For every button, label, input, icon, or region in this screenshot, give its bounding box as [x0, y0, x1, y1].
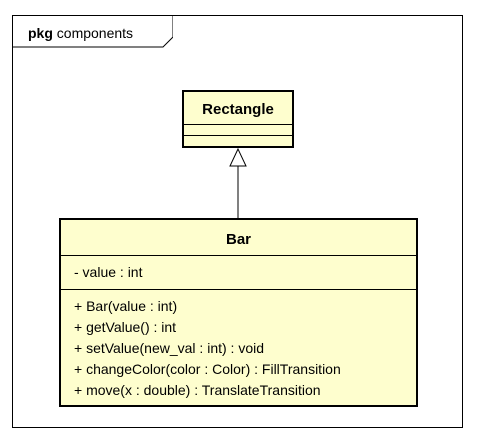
class-name-rectangle: Rectangle: [202, 101, 274, 118]
operation-change-color: + changeColor(color : Color) : FillTrans…: [74, 361, 341, 377]
class-rectangle[interactable]: Rectangle: [182, 90, 294, 148]
package-name: components: [56, 25, 134, 41]
package-tab: [13, 16, 173, 48]
rectangle-operations-compartment: [184, 135, 292, 146]
class-bar[interactable]: Bar - value : int + Bar(value : int) + g…: [59, 218, 418, 407]
operation-move: + move(x : double) : TranslateTransition: [74, 382, 321, 398]
package-frame: pkg components: [12, 15, 463, 428]
attribute-value: - value : int: [74, 264, 143, 280]
bar-operations-compartment: + Bar(value : int) + getValue() : int + …: [61, 289, 416, 401]
operation-get-value: + getValue() : int: [74, 319, 177, 335]
package-label: pkg components: [28, 25, 133, 41]
bar-attributes-compartment: - value : int: [61, 255, 416, 289]
rectangle-attributes-compartment: [184, 124, 292, 135]
class-name-bar: Bar: [225, 231, 251, 248]
operation-constructor: + Bar(value : int): [74, 298, 178, 314]
operation-set-value: + setValue(new_val : int) : void: [74, 340, 265, 356]
generalization-arrowhead: [229, 147, 247, 167]
package-keyword: pkg: [28, 25, 53, 41]
